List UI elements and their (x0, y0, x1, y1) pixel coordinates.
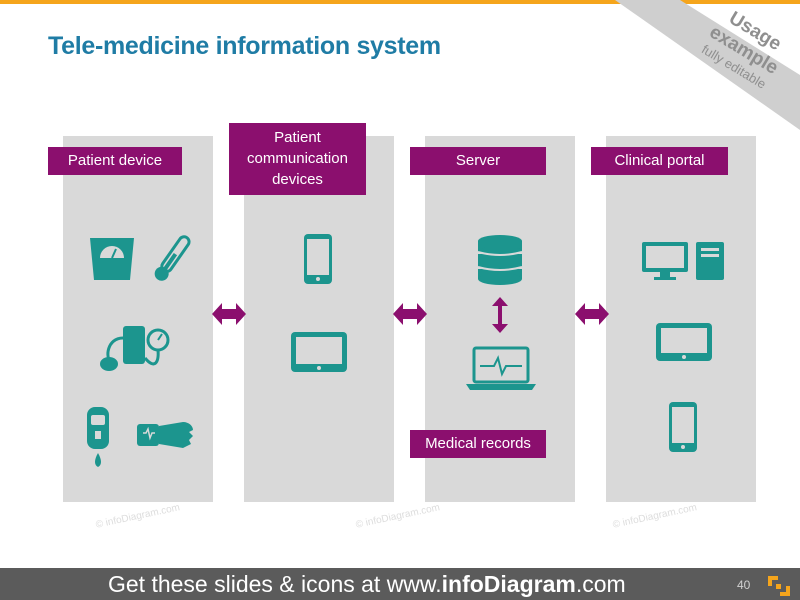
label-line: devices (272, 171, 323, 188)
double-arrow-icon (575, 303, 609, 325)
label-patient-communication: Patient communication devices (229, 123, 366, 195)
smartphone-icon (304, 234, 332, 284)
desktop-computer-icon (642, 242, 724, 280)
label-clinical-portal: Clinical portal (591, 147, 728, 175)
laptop-ecg-icon (466, 346, 536, 390)
footer-prefix: Get these slides & icons at www. (108, 571, 442, 597)
tablet-icon (656, 323, 712, 361)
blood-pressure-icon (100, 326, 170, 371)
smartphone-icon (669, 402, 697, 452)
watermark: © infoDiagram.com (611, 502, 698, 531)
double-arrow-icon (393, 303, 427, 325)
footer-link[interactable]: Get these slides & icons at www.infoDiag… (108, 571, 626, 598)
label-patient-device: Patient device (48, 147, 182, 175)
column-patient-communication (244, 136, 394, 502)
watermark: © infoDiagram.com (354, 502, 441, 531)
footer-brand: infoDiagram (441, 571, 576, 597)
thermometer-icon (154, 235, 191, 281)
label-line: Patient (274, 129, 321, 146)
scale-icon (90, 238, 134, 280)
label-medical-records: Medical records (410, 430, 546, 458)
updown-arrow-icon (492, 297, 508, 333)
wrist-monitor-icon (137, 422, 193, 448)
glucometer-icon (87, 407, 109, 467)
footer-suffix: .com (575, 571, 626, 597)
label-line: communication (247, 150, 348, 167)
usage-example-ribbon: Usage example fully editable (570, 0, 800, 130)
double-arrow-icon (212, 303, 246, 325)
infodiagram-logo-icon (768, 576, 790, 596)
watermark: © infoDiagram.com (94, 502, 181, 531)
tablet-icon (291, 332, 347, 372)
footer-bar (0, 568, 800, 600)
page-number: 40 (737, 578, 751, 592)
label-server: Server (410, 147, 546, 175)
top-accent-line (0, 0, 800, 4)
page-title: Tele-medicine information system (48, 32, 441, 60)
database-icon (477, 235, 523, 285)
